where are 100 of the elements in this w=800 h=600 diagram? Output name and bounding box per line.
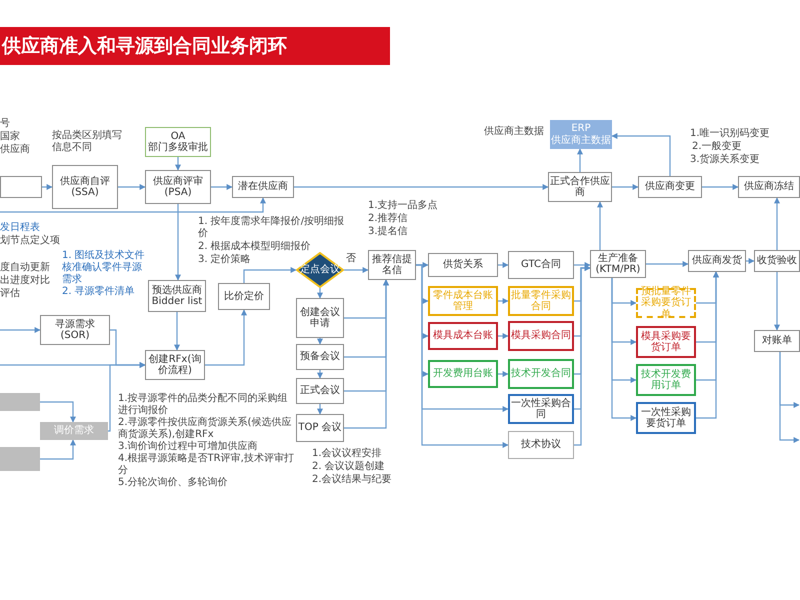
- box-label: 供应商发货: [692, 255, 742, 267]
- annotation-text: 2.推荐信: [368, 213, 408, 225]
- arrow: [243, 267, 297, 283]
- arrow: [344, 267, 369, 273]
- box-label: 定点会议: [300, 264, 340, 276]
- box-label: 预选供应商 Bidder list: [150, 284, 204, 308]
- box-label: 批量零件采购合同: [510, 290, 572, 312]
- box-label: 推荐信提名信: [371, 254, 413, 276]
- box-label: 供应商冻结: [744, 181, 794, 193]
- arrow: [118, 184, 146, 190]
- annotation-text: 1.按寻源零件的品类分配不同的采购组进行询报价: [118, 393, 289, 416]
- process-box: [636, 326, 696, 358]
- annotation-text: 1. 按年度需求年降报价/按明细报价: [198, 216, 346, 240]
- annotation-text: 度自动更新: [0, 262, 50, 274]
- annotation-text: 1.支持一品多点: [368, 200, 438, 212]
- arrow: [211, 184, 233, 190]
- box-label: 潜在供应商: [238, 181, 288, 193]
- box-label: 零件成本台账管理: [432, 290, 494, 312]
- arrow: [205, 309, 247, 366]
- box-label: 比价定价: [224, 290, 264, 302]
- annotation-text: 供应商: [0, 144, 30, 156]
- empty-box: [0, 447, 40, 471]
- process-box: [40, 422, 108, 440]
- box-label: OA: [170, 130, 186, 142]
- decision-diamond: [296, 252, 344, 288]
- arrow: [574, 262, 591, 268]
- box-label: 供应商自评(SSA): [59, 176, 111, 198]
- process-box: [296, 344, 344, 370]
- process-box: [688, 250, 746, 272]
- process-box: [754, 330, 800, 352]
- process-box: [550, 120, 612, 149]
- annotation-text: 3. 定价策略: [198, 254, 251, 266]
- arrow: [108, 362, 146, 432]
- empty-box: [0, 176, 42, 198]
- box-label: GTC合同: [521, 259, 561, 271]
- arrow: [416, 264, 509, 448]
- process-box: [218, 283, 270, 310]
- annotation-text: 号: [0, 118, 10, 130]
- process-box: [428, 360, 498, 388]
- process-box: [296, 378, 344, 404]
- box-label: 创建会议申请: [299, 306, 341, 330]
- arrow: [696, 271, 719, 419]
- arrow: [702, 184, 739, 190]
- arrow: [0, 197, 266, 213]
- box-label: 技术开发费用订单: [640, 368, 692, 392]
- box-label: 技术开发合同: [511, 368, 571, 380]
- box-sublabel: 供应商主数据: [551, 134, 611, 146]
- box-sublabel: 部门多级审批: [148, 142, 208, 154]
- annotation-text: 5.分轮次询价、多轮询价: [118, 477, 229, 489]
- box-label: ERP: [571, 123, 591, 134]
- annotation-text: 3.询价询价过程中可增加供应商: [118, 441, 259, 452]
- process-box: [508, 359, 574, 389]
- process-box: [508, 321, 574, 351]
- box-label: 寻源需求(SOR): [54, 318, 96, 342]
- box-label: 创建RFx(询价流程): [148, 354, 202, 376]
- empty-box: [0, 393, 40, 411]
- box-label: 正式合作供应商: [549, 176, 611, 198]
- annotation-text: 发日程表: [0, 222, 40, 234]
- annotation-text: 4.根据寻源策略是否TR评审,技术评审打分: [118, 453, 294, 477]
- arrow: [779, 352, 800, 443]
- arrow: [317, 370, 323, 379]
- arrow: [597, 201, 603, 250]
- annotation-text: 1.会议议程安排: [312, 448, 382, 460]
- annotation-text: 2. 寻源零件清单: [62, 286, 135, 298]
- box-label: 模具采购合同: [511, 330, 571, 342]
- arrow: [498, 298, 509, 304]
- process-box: [738, 176, 800, 198]
- arrow: [40, 439, 76, 460]
- process-box: [148, 280, 206, 312]
- box-label: 生产准备(KTM/PR): [594, 252, 642, 276]
- process-box: [590, 250, 646, 278]
- annotation-text: 2. 会议议题创建: [312, 461, 385, 473]
- annotation-text: 2.寻源零件按供应商货源关系(候选供应商货源关系),创建RFx: [118, 417, 292, 440]
- box-label: 调价需求: [54, 425, 94, 437]
- arrow: [174, 312, 180, 351]
- arrow: [42, 184, 53, 190]
- box-label: 模具采购要货订单: [640, 330, 692, 354]
- arrow: [498, 262, 509, 268]
- process-box: [232, 176, 294, 198]
- annotation-text: 2.会议结果与纪要: [312, 474, 392, 486]
- box-label: 预备会议: [300, 351, 340, 363]
- annotation-text: 1.唯一识别码变更: [690, 128, 770, 140]
- box-label: 对账单: [762, 335, 792, 347]
- annotation-text: 2. 根据成本模型明细报价: [198, 241, 311, 253]
- process-box: [428, 322, 498, 350]
- box-label: 一次性采购合同: [510, 398, 572, 420]
- arrow: [0, 327, 41, 333]
- process-box: [508, 431, 574, 459]
- box-label: 收货验收: [757, 255, 797, 267]
- arrow: [175, 157, 181, 171]
- annotation-text: 1. 图纸及技术文件核准确认零件寻源需求: [62, 250, 146, 286]
- arrow: [498, 371, 509, 377]
- edge-label: 否: [346, 253, 356, 264]
- arrow: [294, 184, 549, 190]
- arrow: [577, 148, 583, 172]
- side-caption: 供应商主数据: [484, 126, 544, 138]
- process-box: [145, 127, 211, 157]
- annotation-text: 按品类区别填写信息不同: [52, 130, 122, 154]
- box-label: 技术协议: [521, 439, 561, 451]
- arrow: [175, 204, 181, 281]
